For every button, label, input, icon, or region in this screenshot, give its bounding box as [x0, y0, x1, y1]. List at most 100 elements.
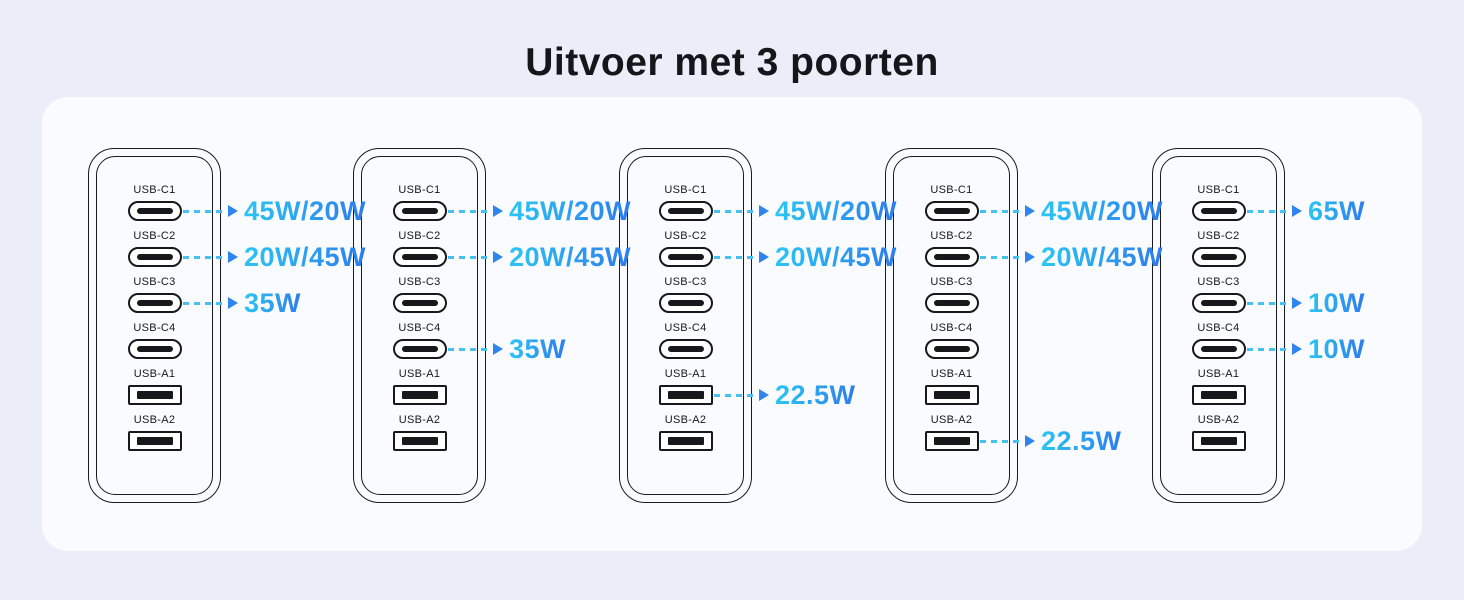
output-wattage: 20W/45W	[509, 241, 632, 272]
port-label: USB-A1	[930, 368, 973, 380]
port-pin	[933, 437, 970, 445]
port-label: USB-A2	[133, 414, 176, 426]
output-callout: 22.5W	[714, 380, 856, 410]
port-label: USB-C4	[930, 322, 973, 334]
port-label: USB-C1	[1197, 184, 1240, 196]
dashed-line	[980, 439, 1024, 443]
port-pin	[1200, 300, 1237, 306]
charger-2: USB-C1 45W/20W USB-C2 20W/45W USB-C3 USB…	[353, 148, 631, 503]
port-row: USB-C2	[885, 230, 1018, 267]
usb-c-port-icon	[924, 293, 979, 313]
port-pin	[1200, 391, 1237, 399]
port-label: USB-A1	[133, 368, 176, 380]
dashed-line	[183, 255, 227, 259]
output-callout: 22.5W	[980, 426, 1122, 456]
charger-body-outline	[619, 148, 752, 503]
port-pin	[136, 300, 173, 306]
port-label: USB-A2	[1197, 414, 1240, 426]
output-callout: 45W/20W	[980, 196, 1163, 226]
usb-a-port-icon	[1191, 431, 1246, 451]
charger-face-outline	[893, 156, 1010, 495]
usb-a-port-icon	[924, 385, 979, 405]
port-pin	[1200, 346, 1237, 352]
usb-a-port-icon	[1191, 385, 1246, 405]
port-row: USB-C2	[1152, 230, 1285, 267]
arrow-right-icon	[1025, 251, 1035, 263]
usb-a-port-icon	[127, 431, 182, 451]
port-label: USB-C4	[398, 322, 441, 334]
arrow-right-icon	[1292, 343, 1302, 355]
port-row: USB-C4	[885, 322, 1018, 359]
usb-c-port-icon	[392, 247, 447, 267]
usb-c-port-icon	[658, 247, 713, 267]
port-pin	[667, 300, 704, 306]
port-row: USB-C1	[619, 184, 752, 221]
port-pin	[401, 208, 438, 214]
port-label: USB-C4	[133, 322, 176, 334]
usb-c-port-icon	[658, 293, 713, 313]
charger-face-outline	[627, 156, 744, 495]
port-pin	[1200, 254, 1237, 260]
port-label: USB-C1	[133, 184, 176, 196]
output-callout: 20W/45W	[980, 242, 1163, 272]
port-row: USB-C1	[885, 184, 1018, 221]
port-row: USB-C2	[88, 230, 221, 267]
port-label: USB-A2	[930, 414, 973, 426]
port-row: USB-A1	[353, 368, 486, 405]
port-row: USB-A2	[88, 414, 221, 451]
output-wattage: 45W/20W	[509, 195, 632, 226]
dashed-line	[1247, 209, 1291, 213]
usb-c-port-icon	[127, 339, 182, 359]
port-label: USB-A2	[398, 414, 441, 426]
dashed-line	[714, 255, 758, 259]
usb-c-port-icon	[392, 339, 447, 359]
charger-4: USB-C1 45W/20W USB-C2 20W/45W USB-C3 USB…	[885, 148, 1163, 503]
port-pin	[136, 208, 173, 214]
port-label: USB-C4	[664, 322, 707, 334]
port-row: USB-A2	[885, 414, 1018, 451]
port-row: USB-C3	[353, 276, 486, 313]
dashed-line	[448, 255, 492, 259]
port-row: USB-C3	[1152, 276, 1285, 313]
usb-c-port-icon	[924, 201, 979, 221]
port-pin	[933, 346, 970, 352]
usb-c-port-icon	[658, 339, 713, 359]
port-row: USB-C3	[885, 276, 1018, 313]
arrow-right-icon	[759, 251, 769, 263]
page-title: Uitvoer met 3 poorten	[525, 41, 939, 84]
port-pin	[401, 346, 438, 352]
port-label: USB-C3	[1197, 276, 1240, 288]
port-label: USB-C2	[133, 230, 176, 242]
dashed-line	[714, 209, 758, 213]
output-callout: 20W/45W	[183, 241, 367, 272]
output-wattage: 20W/45W	[244, 241, 367, 272]
port-pin	[667, 391, 704, 399]
usb-a-port-icon	[392, 431, 447, 451]
port-row: USB-C2	[619, 230, 752, 267]
port-label: USB-C2	[398, 230, 441, 242]
port-row: USB-C4	[353, 322, 486, 359]
output-wattage: 10W	[1308, 287, 1366, 318]
port-label: USB-C1	[398, 184, 441, 196]
port-label: USB-C4	[1197, 322, 1240, 334]
port-pin	[136, 254, 173, 260]
arrow-right-icon	[228, 205, 238, 217]
usb-c-port-icon	[1191, 339, 1246, 359]
charger-face-outline	[1160, 156, 1277, 495]
output-callout: 10W	[1247, 334, 1365, 364]
output-callout: 35W	[448, 334, 566, 364]
port-pin	[136, 391, 173, 399]
output-callout: 20W/45W	[448, 241, 632, 272]
dashed-line	[1247, 301, 1291, 305]
dashed-line	[448, 347, 492, 351]
port-row: USB-C1	[353, 184, 486, 221]
port-label: USB-A2	[664, 414, 707, 426]
port-label: USB-C1	[930, 184, 973, 196]
port-pin	[1200, 437, 1237, 445]
port-pin	[667, 254, 704, 260]
usb-c-port-icon	[392, 293, 447, 313]
arrow-right-icon	[228, 251, 238, 263]
port-label: USB-C3	[398, 276, 441, 288]
dashed-line	[448, 209, 492, 213]
arrow-right-icon	[1292, 297, 1302, 309]
